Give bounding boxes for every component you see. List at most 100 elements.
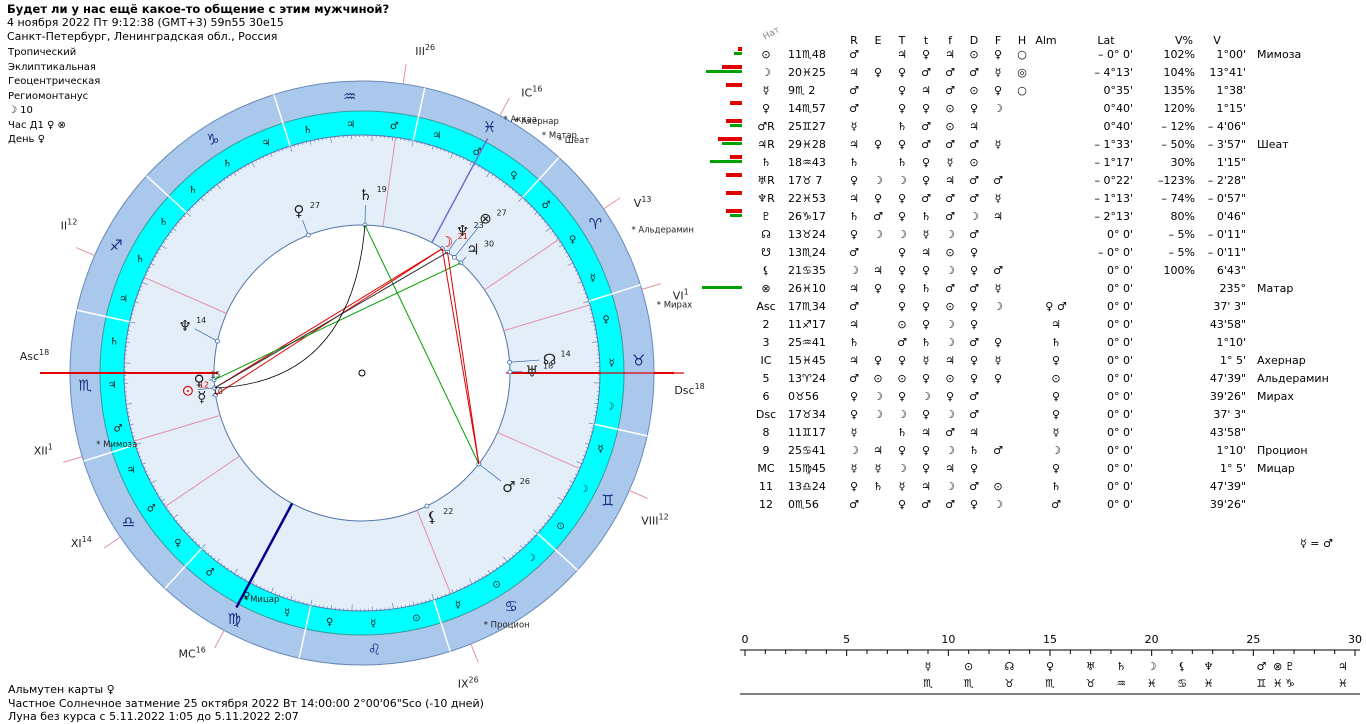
dignity-glyph: ♄ xyxy=(223,158,232,169)
row-speed: 37' 3" xyxy=(1213,408,1246,421)
row-dignity: ☽ xyxy=(873,228,883,241)
scale-sign-glyph: ♓ xyxy=(1273,677,1283,690)
row-dignity: ♃ xyxy=(945,48,955,61)
row-dignity: ♀ xyxy=(898,138,906,151)
planet-marker xyxy=(452,255,456,259)
row-dignity: ☿ xyxy=(995,354,1002,367)
row-dignity: ○ xyxy=(1017,84,1027,97)
strength-bar-red xyxy=(726,191,742,195)
row-dignity: ♀ xyxy=(994,372,1002,385)
ruler-note: ☿ = ♂ xyxy=(1300,537,1333,550)
row-dignity: ♃ xyxy=(873,264,883,277)
strength-bar-red xyxy=(730,101,742,105)
dignity-glyph: ♀ xyxy=(174,538,181,549)
row-dignity: ♀ xyxy=(922,300,930,313)
row-dignity: ♃ xyxy=(873,444,883,457)
row-point-icon: ☊ xyxy=(761,228,771,241)
dignity-glyph: ♃ xyxy=(127,465,136,476)
row-point-icon: ☿ xyxy=(763,84,770,97)
row-speed: 1°10' xyxy=(1216,444,1246,457)
row-dignity: ♀ xyxy=(970,372,978,385)
planet-degree: 27 xyxy=(310,201,320,210)
row-latitude: 0° 0' xyxy=(1107,354,1133,367)
scale-planet-glyph: ♇ xyxy=(1285,660,1295,673)
house-label: Dsc18 xyxy=(674,382,704,397)
scale-planet-glyph: ⊙ xyxy=(964,660,973,673)
row-dignity: ♃ xyxy=(1051,318,1061,331)
row-dignity: ♀ xyxy=(874,138,882,151)
row-dignity: ♀ xyxy=(922,156,930,169)
row-point-icon: ☽ xyxy=(761,66,771,79)
row-dignity: ♂ xyxy=(993,174,1003,187)
planet-glyph: ☽ xyxy=(440,233,453,251)
natal-wheel[interactable]: ♈♂♀☿♉♀☿☽♊☿☽⊙♋☽⊙☿♌⊙☿♀♍☿♀♂♎♀♂♃♏♂♃♄♐♃♄♄♑♄♄♃… xyxy=(0,0,720,721)
dignity-glyph: ♂ xyxy=(206,568,215,579)
planet-glyph: ♆ xyxy=(178,317,191,335)
row-point-icon: IC xyxy=(761,354,772,367)
dignity-glyph: ♀ xyxy=(602,315,609,326)
row-dignity: ♀ xyxy=(994,48,1002,61)
dignity-glyph: ♂ xyxy=(390,121,399,132)
row-dignity: ♃ xyxy=(921,84,931,97)
row-dignity: ♃ xyxy=(921,426,931,439)
row-dignity: ☽ xyxy=(993,102,1003,115)
row-dignity: ♀ xyxy=(898,192,906,205)
row-point-icon: ♅R xyxy=(757,174,775,187)
row-dignity: ♀ xyxy=(898,444,906,457)
row-dignity: ♀ xyxy=(898,66,906,79)
scale-planet-glyph: ⚸ xyxy=(1178,660,1186,673)
dignity-glyph: ☽ xyxy=(605,401,614,412)
dignity-glyph: ⊙ xyxy=(556,521,564,532)
row-dignity: ♂ xyxy=(945,66,955,79)
row-speed-percent: – 5% xyxy=(1169,228,1195,241)
row-dignity: ♀ xyxy=(1052,354,1060,367)
row-latitude: 0° 0' xyxy=(1107,408,1133,421)
planet-glyph: ⊗ xyxy=(479,209,492,227)
table-column-header: H xyxy=(1018,34,1026,47)
planet-degree: 14 xyxy=(196,316,206,325)
row-speed: – 0'57" xyxy=(1208,192,1246,205)
planet-degree: 26 xyxy=(520,477,530,486)
row-speed: 43'58" xyxy=(1210,426,1246,439)
row-latitude: – 1°13' xyxy=(1094,192,1133,205)
planet-glyph: ♂ xyxy=(502,478,515,496)
row-dignity: ♀ xyxy=(922,174,930,187)
scale-planet-glyph: ☿ xyxy=(925,660,932,673)
row-point-icon: 11 xyxy=(759,480,773,493)
row-latitude: 0° 0' xyxy=(1107,372,1133,385)
row-dignity: ♂ xyxy=(969,138,979,151)
table-column-header: E xyxy=(875,34,882,47)
chart-footer: Альмутен карты ♀ Частное Солнечное затме… xyxy=(8,683,484,724)
zodiac-sign-glyph: ♋ xyxy=(504,597,517,615)
house-label: IC16 xyxy=(521,84,542,99)
row-latitude: 0° 0' xyxy=(1107,462,1133,475)
row-dignity: ⊙ xyxy=(969,84,978,97)
house-label: V13 xyxy=(634,195,652,210)
house-label: III26 xyxy=(415,43,435,58)
planet-degree: 14 xyxy=(561,349,571,358)
row-speed: – 0'11" xyxy=(1208,228,1246,241)
fixed-star-label: * Альдерамин xyxy=(631,225,693,235)
row-speed-percent: – 50% xyxy=(1162,138,1195,151)
eclipse-info: Частное Солнечное затмение 25 октября 20… xyxy=(8,697,484,711)
row-point-icon: 8 xyxy=(763,426,770,439)
dignity-glyph: ♃ xyxy=(346,119,355,130)
row-speed: – 2'28" xyxy=(1208,174,1246,187)
row-dignity: ♂ xyxy=(969,282,979,295)
row-dignity: ♀ xyxy=(970,102,978,115)
zodiac-sign-glyph: ♎ xyxy=(122,513,135,531)
row-dignity: ♀ xyxy=(850,390,858,403)
strength-bar-green xyxy=(730,214,742,217)
scale-sign-glyph: ♏ xyxy=(923,677,933,690)
row-speed: 1°10' xyxy=(1216,336,1246,349)
row-dignity: ⊙ xyxy=(945,300,954,313)
row-dignity: ♃ xyxy=(849,354,859,367)
dignity-glyph: ⊙ xyxy=(412,613,420,624)
row-dignity: ☽ xyxy=(945,336,955,349)
row-dignity: ♀ xyxy=(970,246,978,259)
row-dignity: ☿ xyxy=(947,156,954,169)
row-position: 26♑17 xyxy=(788,210,826,223)
row-point-icon: ♀ xyxy=(762,102,770,115)
scale-sign-glyph: ♉ xyxy=(1086,677,1096,690)
row-dignity: ⊙ xyxy=(945,246,954,259)
